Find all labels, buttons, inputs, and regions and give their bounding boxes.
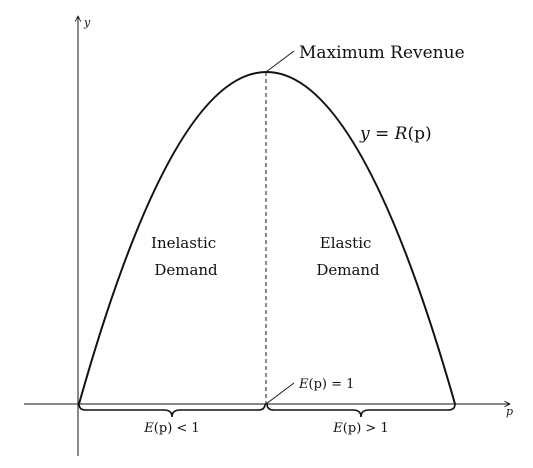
y-axis-label: y [83, 16, 91, 29]
unit-elastic-label: E(p) = 1 [298, 377, 354, 392]
inelastic-brace [78, 403, 266, 418]
elastic-region-label: Elastic Demand [316, 234, 380, 279]
curve-label: y = R(p) [359, 124, 432, 144]
x-axis-label: p [506, 405, 513, 418]
max-revenue-label: Maximum Revenue [299, 43, 465, 63]
inelastic-brace-label: E(p) < 1 [143, 421, 199, 436]
elastic-brace [266, 403, 456, 418]
revenue-curve [78, 71, 456, 405]
unit-elastic-pointer [265, 382, 295, 405]
inelastic-region-label: Inelastic Demand [151, 234, 221, 279]
max-revenue-pointer [265, 50, 295, 73]
elastic-brace-label: E(p) > 1 [332, 421, 388, 436]
